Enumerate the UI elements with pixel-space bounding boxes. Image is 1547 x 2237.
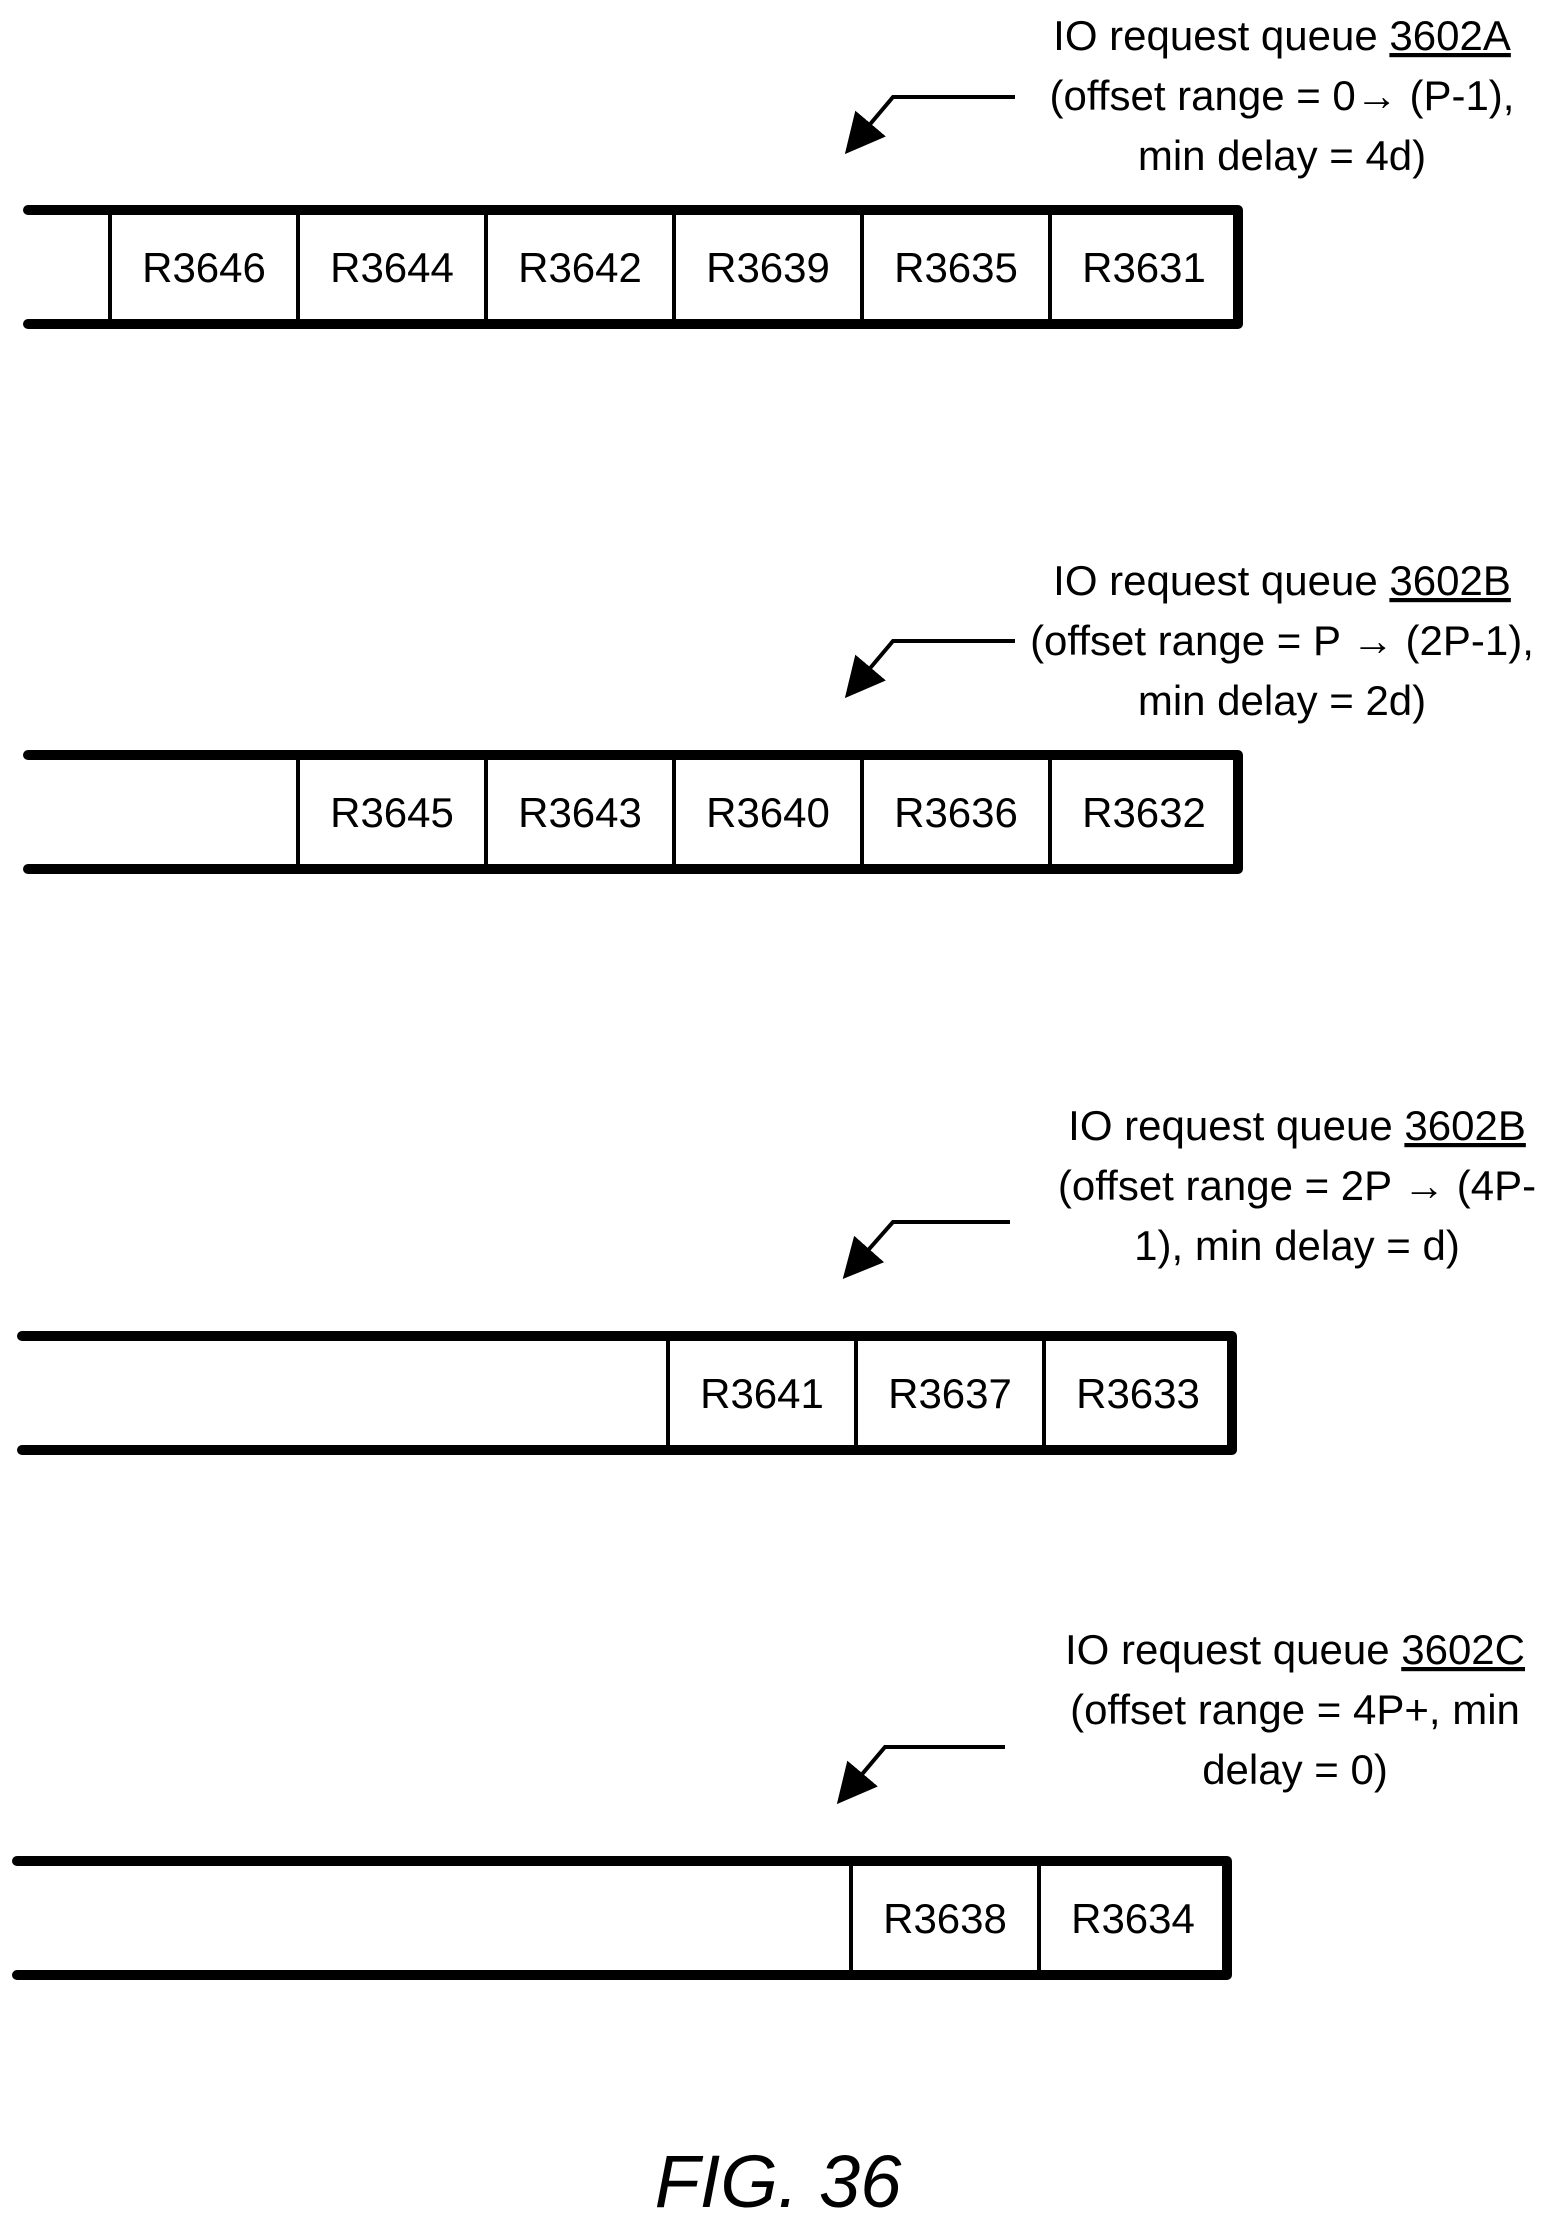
request-cell-label: R3635 <box>894 244 1018 291</box>
request-cell-label: R3633 <box>1076 1370 1200 1417</box>
queue-caption-title: IO request queue 3602C <box>1065 1626 1525 1673</box>
request-cell-label: R3636 <box>894 789 1018 836</box>
leader-arrow <box>850 641 1015 692</box>
leader-arrow <box>850 97 1015 148</box>
queue-caption-prefix: IO request queue <box>1053 12 1389 59</box>
leader-arrow <box>848 1222 1010 1273</box>
queue-caption-line: 1), min delay = d) <box>1134 1222 1460 1269</box>
request-cell-label: R3639 <box>706 244 830 291</box>
request-cell-label: R3646 <box>142 244 266 291</box>
request-cell-label: R3641 <box>700 1370 824 1417</box>
queue-reference-number: 3602B <box>1389 557 1510 604</box>
request-cell-label: R3637 <box>888 1370 1012 1417</box>
leader-arrow <box>842 1747 1005 1798</box>
request-cell-label: R3631 <box>1082 244 1206 291</box>
queue-caption-title: IO request queue 3602B <box>1053 557 1511 604</box>
queue-caption-line: (offset range = P → (2P-1), <box>1030 617 1534 664</box>
queue-caption-line: (offset range = 4P+, min <box>1070 1686 1520 1733</box>
figure-label: FIG. 36 <box>655 2140 903 2223</box>
queue-caption-line: (offset range = 0→ (P-1), <box>1050 72 1515 119</box>
request-cell-label: R3643 <box>518 789 642 836</box>
request-cell-label: R3644 <box>330 244 454 291</box>
queue-caption-prefix: IO request queue <box>1065 1626 1401 1673</box>
request-cell-label: R3645 <box>330 789 454 836</box>
request-cell-label: R3640 <box>706 789 830 836</box>
request-cell-label: R3638 <box>883 1895 1007 1942</box>
queue-caption-prefix: IO request queue <box>1053 557 1389 604</box>
queue-caption-prefix: IO request queue <box>1068 1102 1404 1149</box>
queue-caption-line: min delay = 4d) <box>1138 132 1426 179</box>
request-cell-label: R3632 <box>1082 789 1206 836</box>
queue-reference-number: 3602C <box>1401 1626 1525 1673</box>
queue-reference-number: 3602B <box>1404 1102 1525 1149</box>
request-cell-label: R3642 <box>518 244 642 291</box>
queue-reference-number: 3602A <box>1389 12 1510 59</box>
queue-caption-title: IO request queue 3602A <box>1053 12 1511 59</box>
queue-caption-line: delay = 0) <box>1202 1746 1388 1793</box>
queue-caption-title: IO request queue 3602B <box>1068 1102 1526 1149</box>
request-cell-label: R3634 <box>1071 1895 1195 1942</box>
queue-caption-line: (offset range = 2P → (4P- <box>1058 1162 1536 1209</box>
queue-caption-line: min delay = 2d) <box>1138 677 1426 724</box>
